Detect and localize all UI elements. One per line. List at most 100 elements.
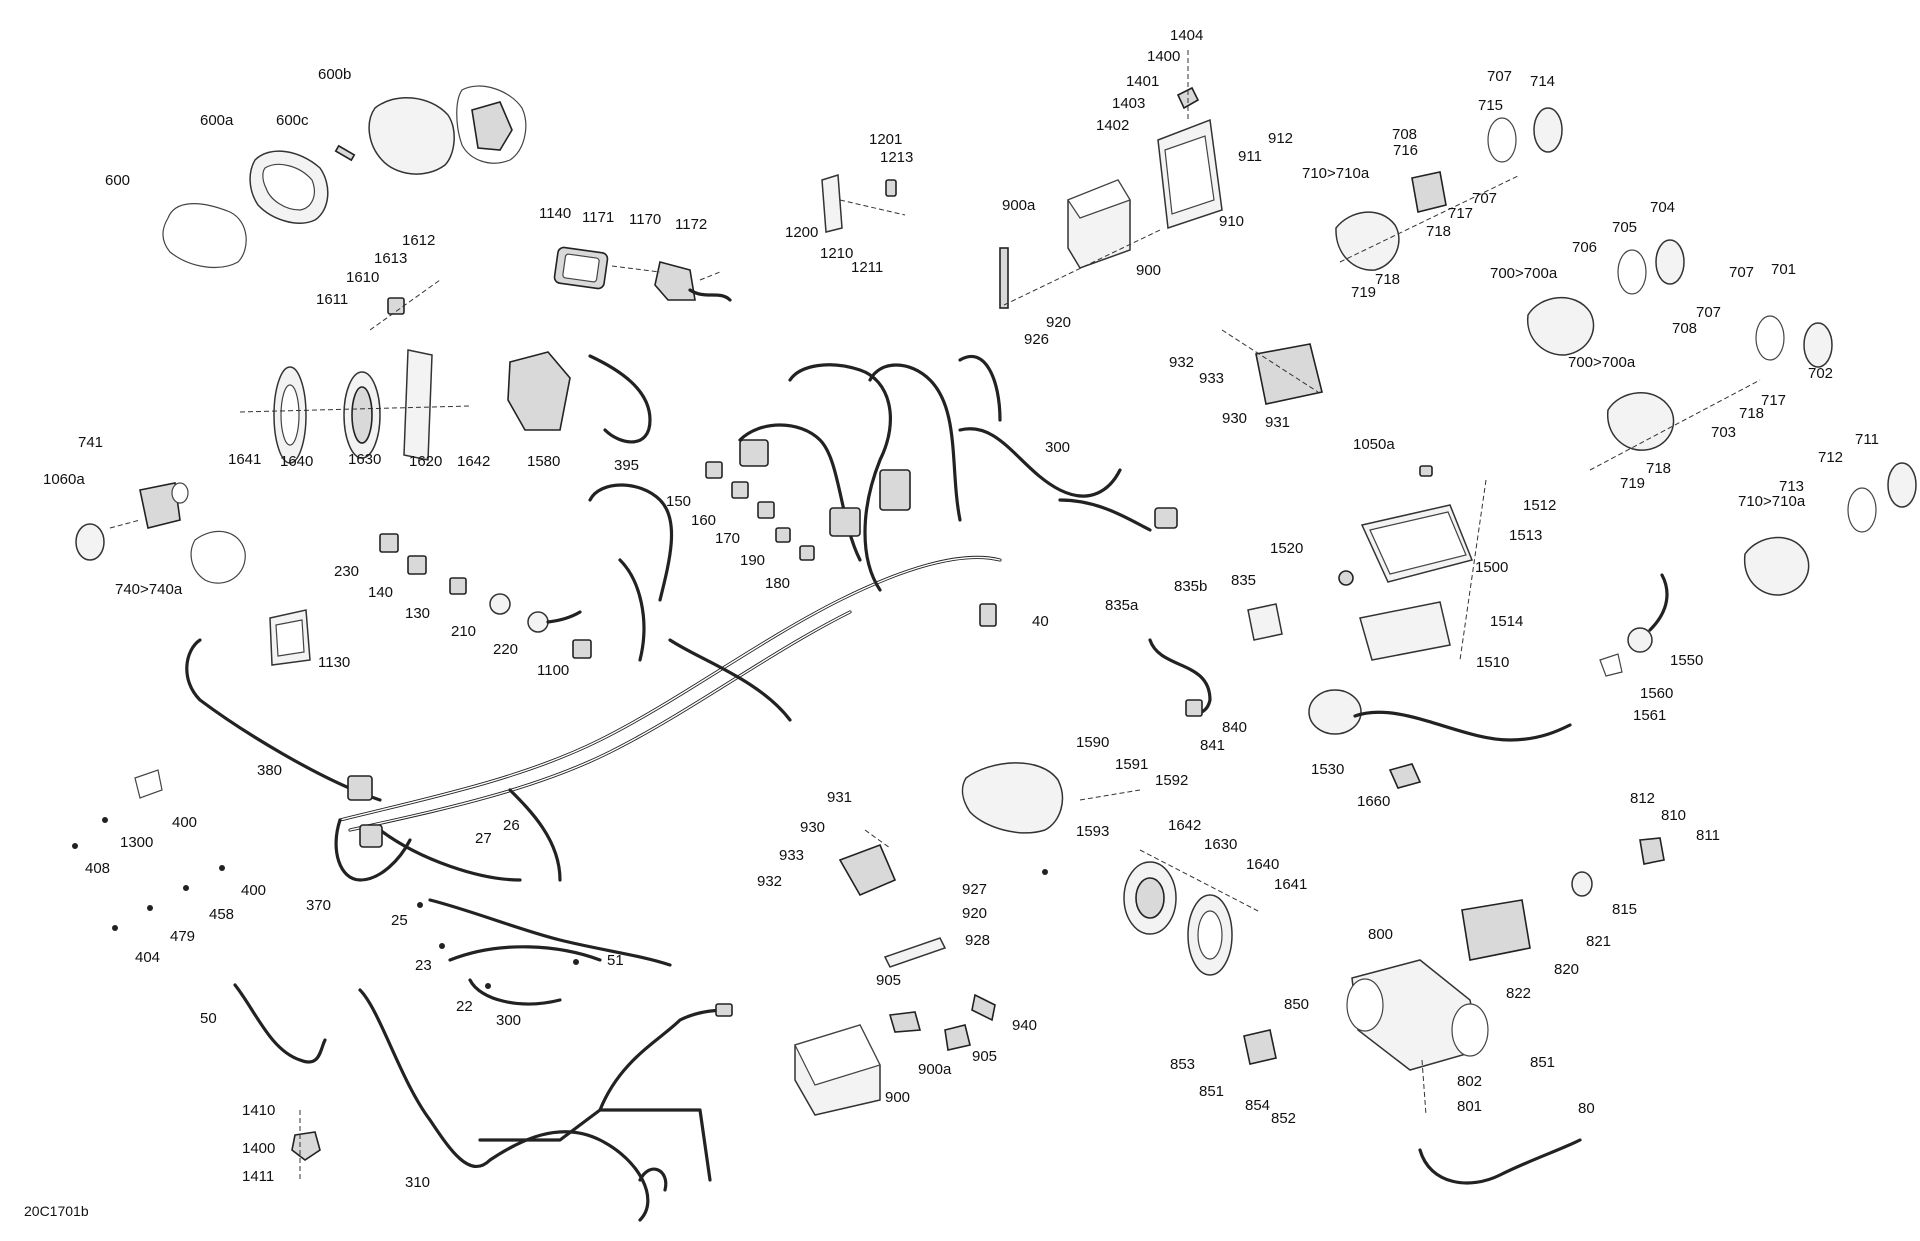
part-label-l854: 854 (1245, 1097, 1270, 1114)
part-label-l370: 370 (306, 897, 331, 914)
part-label-l910: 910 (1219, 213, 1244, 230)
part-label-l1403: 1403 (1112, 95, 1145, 112)
speaker-1620-group (239, 349, 652, 464)
part-label-l703: 703 (1711, 424, 1736, 441)
part-label-l821: 821 (1586, 933, 1611, 950)
part-label-l931b: 931 (827, 789, 852, 806)
part-label-l51: 51 (607, 952, 624, 969)
part-label-l705: 705 (1612, 219, 1637, 236)
part-label-l1213: 1213 (880, 149, 913, 166)
sensors-835-1530-group (1148, 603, 1572, 789)
headlight-740-group (75, 482, 246, 584)
part-label-l905a: 905 (876, 972, 901, 989)
part-label-l927: 927 (962, 881, 987, 898)
part-label-l1171: 1171 (582, 209, 614, 226)
part-label-l1591: 1591 (1115, 756, 1148, 773)
part-label-l140: 140 (368, 584, 393, 601)
part-label-l710a: 710>710a (1302, 165, 1370, 182)
part-label-l718d: 718 (1646, 460, 1671, 477)
motors-700-710-group (1335, 107, 1917, 596)
switch-1550-group (1599, 573, 1669, 677)
horn-1400-group (291, 1110, 321, 1180)
part-label-l1100: 1100 (537, 662, 569, 679)
part-label-l900a_b: 900a (918, 1061, 952, 1078)
part-label-l479: 479 (170, 928, 195, 945)
part-label-l1510: 1510 (1476, 654, 1509, 671)
part-label-l712: 712 (1818, 449, 1843, 466)
part-label-l1610: 1610 (346, 269, 379, 286)
part-label-l458: 458 (209, 906, 234, 923)
part-label-l1210: 1210 (820, 245, 853, 262)
part-label-l928: 928 (965, 932, 990, 949)
gps-1140-group (553, 246, 732, 302)
part-label-l1611: 1611 (316, 291, 348, 308)
part-label-l708b: 708 (1672, 320, 1697, 337)
part-label-l706: 706 (1572, 239, 1597, 256)
part-label-l912: 912 (1268, 130, 1293, 147)
part-label-l815: 815 (1612, 901, 1637, 918)
part-label-l1641a: 1641 (228, 451, 261, 468)
part-label-l395: 395 (614, 457, 639, 474)
part-label-l1130: 1130 (318, 654, 350, 671)
part-label-l911: 911 (1238, 148, 1262, 165)
part-label-l1530: 1530 (1311, 761, 1344, 778)
part-label-l1514: 1514 (1490, 613, 1523, 630)
part-label-l380: 380 (257, 762, 282, 779)
part-label-l1400b: 1400 (242, 1140, 275, 1157)
part-label-l1411: 1411 (242, 1168, 274, 1185)
part-label-l711: 711 (1855, 431, 1879, 448)
part-label-l853: 853 (1170, 1056, 1195, 1073)
part-label-l714: 714 (1530, 73, 1555, 90)
part-label-l920b: 920 (962, 905, 987, 922)
part-label-l1612: 1612 (402, 232, 435, 249)
part-label-l840: 840 (1222, 719, 1247, 736)
part-label-l920: 920 (1046, 314, 1071, 331)
part-label-l932b: 932 (757, 873, 782, 890)
part-label-l715: 715 (1478, 97, 1503, 114)
part-label-l130: 130 (405, 605, 430, 622)
part-label-l811: 811 (1696, 827, 1720, 844)
part-label-l1211: 1211 (851, 259, 883, 276)
part-label-l717b: 717 (1761, 392, 1786, 409)
controller-1500-group (1338, 465, 1487, 661)
part-label-l1172: 1172 (675, 216, 707, 233)
part-label-l851a: 851 (1199, 1083, 1224, 1100)
part-label-l1300: 1300 (120, 834, 153, 851)
part-label-l719b: 719 (1620, 475, 1645, 492)
cluster-600-group (162, 85, 527, 269)
part-label-l930a: 930 (1222, 410, 1247, 427)
part-label-l810: 810 (1661, 807, 1686, 824)
part-label-l1560: 1560 (1640, 685, 1673, 702)
part-label-l600: 600 (105, 172, 130, 189)
part-label-l1400a: 1400 (1147, 48, 1180, 65)
part-label-l852: 852 (1271, 1110, 1296, 1127)
part-label-l702: 702 (1808, 365, 1833, 382)
part-label-l933b: 933 (779, 847, 804, 864)
part-label-l1660: 1660 (1357, 793, 1390, 810)
part-label-l27: 27 (475, 830, 492, 847)
part-label-l716: 716 (1393, 142, 1418, 159)
part-label-l25: 25 (391, 912, 408, 929)
part-label-l1620: 1620 (409, 453, 442, 470)
part-label-l801: 801 (1457, 1098, 1482, 1115)
part-label-l835b: 835b (1174, 578, 1207, 595)
part-label-l210: 210 (451, 623, 476, 640)
part-label-l22: 22 (456, 998, 473, 1015)
part-label-l802: 802 (1457, 1073, 1482, 1090)
part-label-l835a: 835a (1105, 597, 1139, 614)
part-label-l1640b: 1640 (1246, 856, 1279, 873)
part-label-l707d: 707 (1696, 304, 1721, 321)
part-label-l1641b: 1641 (1274, 876, 1307, 893)
part-label-l1140: 1140 (539, 205, 571, 222)
part-label-l718a: 718 (1426, 223, 1451, 240)
part-label-l1593: 1593 (1076, 823, 1109, 840)
part-label-l710b: 710>710a (1738, 493, 1806, 510)
fasteners-group (72, 769, 1048, 989)
part-label-l717a: 717 (1448, 205, 1473, 222)
part-label-l1050a: 1050a (1353, 436, 1395, 453)
part-label-l701: 701 (1771, 261, 1796, 278)
part-label-l1590: 1590 (1076, 734, 1109, 751)
part-label-l1630b: 1630 (1204, 836, 1237, 853)
part-label-l700a: 700>700a (1490, 265, 1558, 282)
part-label-l310: 310 (405, 1174, 430, 1191)
